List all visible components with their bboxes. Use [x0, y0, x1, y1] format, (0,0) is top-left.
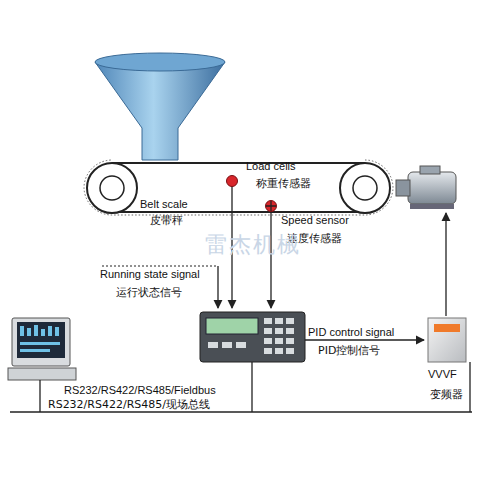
sensor-circle [227, 176, 238, 187]
motor-shaft [396, 180, 410, 196]
sensor-symbol [226, 175, 238, 187]
part-name: Belt scale [140, 198, 188, 211]
speed-signal [270, 210, 271, 308]
pulley-hub [353, 176, 377, 200]
monitor [12, 318, 70, 366]
node-label: VVVF [428, 368, 457, 381]
bus-drop [39, 380, 40, 412]
running-state-arrow [217, 266, 218, 308]
node-label-zh: 称重传感器 [256, 177, 311, 190]
signal-name: PID control signal [308, 326, 394, 339]
motor [408, 172, 456, 204]
motor-foot [410, 204, 454, 209]
hopper [95, 62, 225, 160]
node-label: Speed sensor [281, 214, 349, 227]
bus-name: RS232/RS422/RS485/现场总线 [48, 398, 210, 411]
belt-top [112, 162, 365, 164]
running-state-line [102, 266, 218, 267]
bus-drop [251, 362, 252, 412]
pulley-hub [100, 176, 124, 200]
controller-display [206, 318, 258, 334]
pid-arrow [305, 339, 424, 340]
material-on-belt [84, 160, 393, 215]
controller-keys [208, 318, 294, 354]
screen-content [20, 325, 60, 352]
part-name: 皮带秤 [150, 214, 183, 227]
watermark: 雷杰机械 [205, 232, 301, 258]
monitor-screen [17, 322, 65, 358]
tail-pulley [87, 163, 137, 213]
controller [200, 312, 305, 362]
inverter-body [428, 318, 466, 362]
belt-bottom [112, 211, 365, 213]
inverter-panel [434, 324, 460, 332]
drive-arrow [445, 213, 446, 316]
sensor-marker: Load cells称重传感器 [226, 175, 238, 187]
signal-name: Running state signal [100, 268, 200, 281]
signal-name: PID控制信号 [318, 344, 380, 357]
sensor-circle [266, 201, 277, 212]
bus-drop [469, 362, 470, 412]
inverter-box: VVVF变频器 [428, 318, 466, 362]
node-label-zh: 变频器 [430, 388, 463, 401]
motor-box [420, 166, 440, 174]
node-label: Load cells [246, 160, 296, 173]
head-pulley [340, 163, 390, 213]
bus-name: RS232/RS422/RS485/Fieldbus [64, 384, 216, 397]
fieldbus-line [10, 411, 472, 412]
sensor-marker: Speed sensor速度传感器 [265, 200, 277, 212]
sensor-cross [266, 201, 276, 211]
signal-name: 运行状态信号 [116, 286, 182, 299]
sensor-symbol [265, 200, 277, 212]
computer-base [8, 368, 76, 380]
hopper-rim [95, 53, 225, 71]
